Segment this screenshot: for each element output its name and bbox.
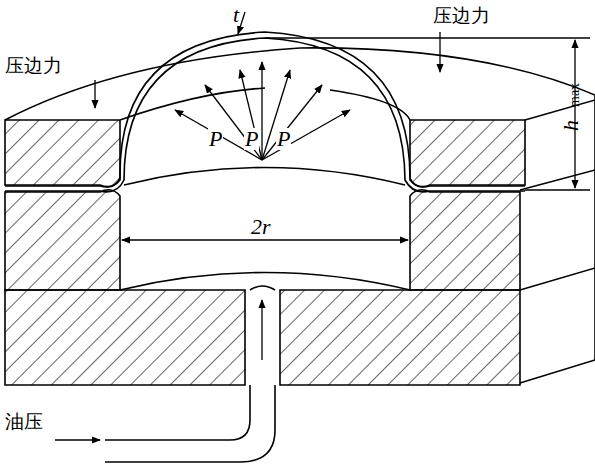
pressure-label: P bbox=[208, 128, 223, 150]
dimension-subscript: max bbox=[568, 82, 582, 108]
force-label: 压边力 bbox=[4, 56, 63, 75]
force-label: 压边力 bbox=[432, 6, 491, 25]
thickness-label: t bbox=[232, 4, 240, 26]
dimension-label: h bbox=[560, 119, 582, 132]
pressure-label: P bbox=[244, 128, 259, 150]
oil-pressure-label: 油压 bbox=[4, 412, 44, 431]
pressure-label: P bbox=[276, 128, 291, 150]
dimension-label: 2r bbox=[250, 216, 272, 238]
